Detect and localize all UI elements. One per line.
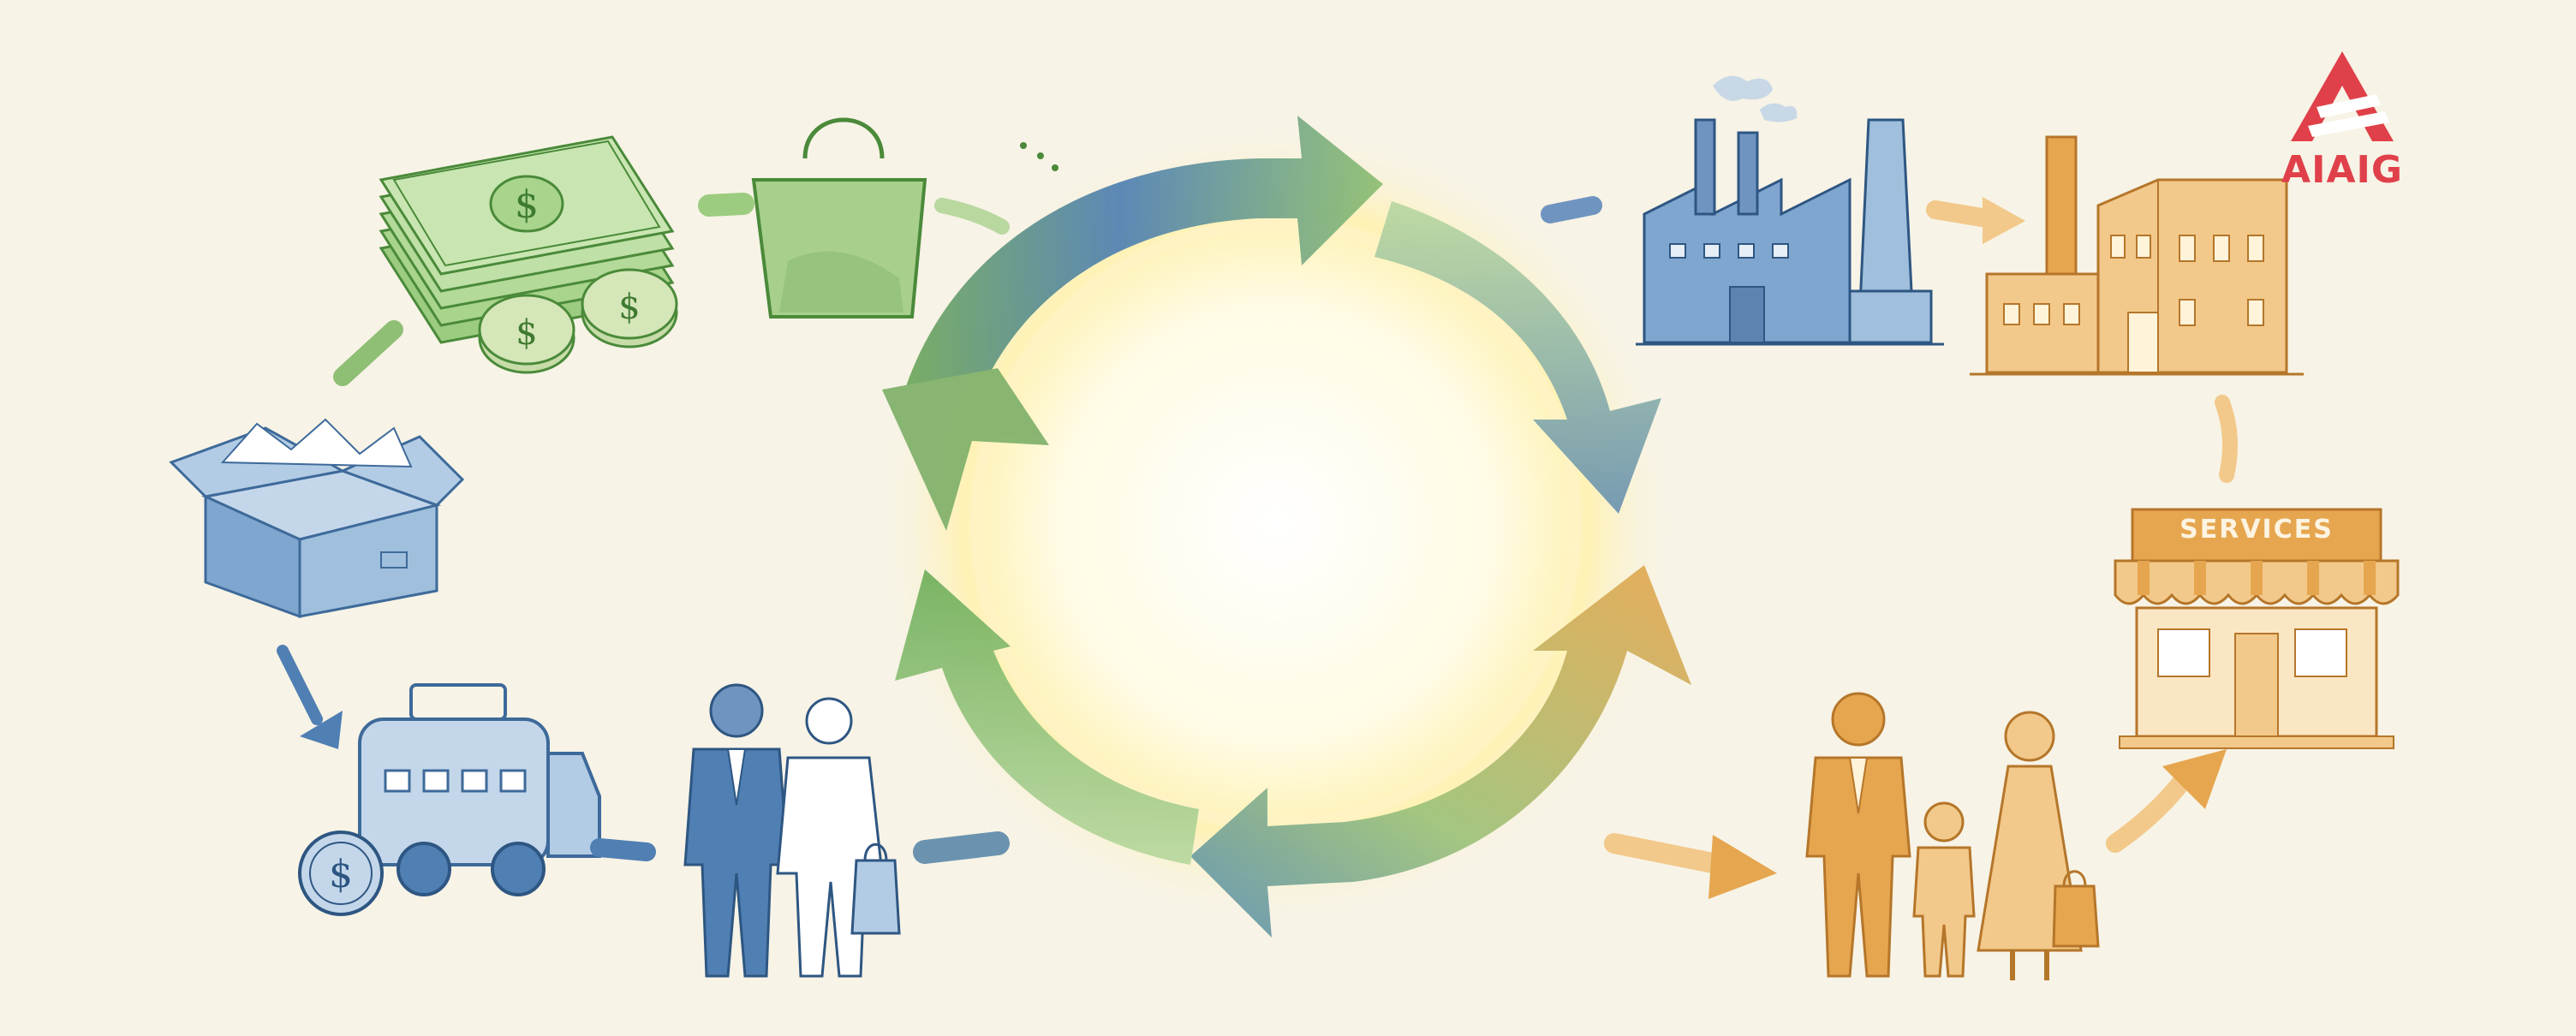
- cycle-arrow-left-lower: [895, 569, 1199, 865]
- store-sign-text: SERVICES: [2179, 514, 2334, 545]
- cycle-arrows-icon: [882, 116, 1691, 938]
- logo-text: AIAIG: [2281, 148, 2403, 192]
- center-glow: [874, 122, 1679, 926]
- svg-text:$: $: [516, 313, 537, 353]
- logo-icon: AIAIG: [2265, 47, 2419, 201]
- cycle-arrow-right: [1374, 201, 1661, 514]
- cycle-arrow-bottom-right: [1190, 565, 1691, 938]
- svg-text:$: $: [618, 288, 640, 327]
- cycle-arrow-top: [903, 116, 1383, 402]
- building-icon: [1970, 135, 2304, 376]
- box-icon: [169, 418, 465, 619]
- family-icon: [1805, 692, 2100, 980]
- money-stack-icon: $: [379, 135, 675, 344]
- logo-mark: [2291, 51, 2394, 141]
- coins-icon: $ $: [478, 268, 678, 374]
- storefront-icon: [2114, 508, 2400, 749]
- right-flow-connectors: [1541, 196, 2238, 899]
- left-flow-connectors: [277, 142, 1058, 864]
- shopping-bag-icon: [751, 117, 927, 319]
- truck-icon: [358, 683, 601, 896]
- svg-text:$: $: [515, 183, 539, 227]
- business-people-icon: [683, 683, 901, 978]
- factory-icon: [1636, 75, 1944, 346]
- dollar-coin-icon: $: [298, 831, 384, 916]
- svg-text:$: $: [329, 853, 353, 896]
- cycle-arrow-left-upper: [882, 368, 1049, 531]
